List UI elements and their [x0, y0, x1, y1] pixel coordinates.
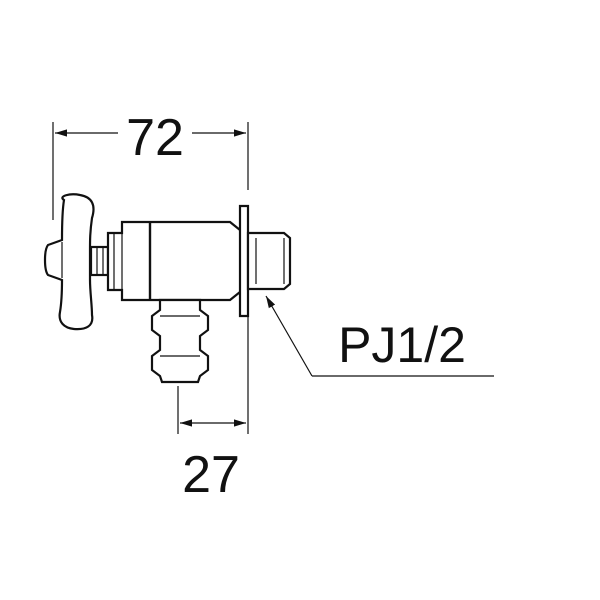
thread-leader: PJ1/2: [265, 295, 494, 377]
dim-label-72: 72: [126, 109, 184, 167]
thread-spec-label: PJ1/2: [338, 317, 466, 373]
dimension-72: 72: [52, 109, 249, 220]
hose-outlet: [150, 298, 210, 384]
dim-label-27: 27: [182, 446, 240, 504]
dimension-27: 27: [177, 386, 246, 504]
valve-handle: [43, 193, 95, 331]
handle-stem: [89, 245, 110, 277]
valve-body: [106, 204, 292, 318]
